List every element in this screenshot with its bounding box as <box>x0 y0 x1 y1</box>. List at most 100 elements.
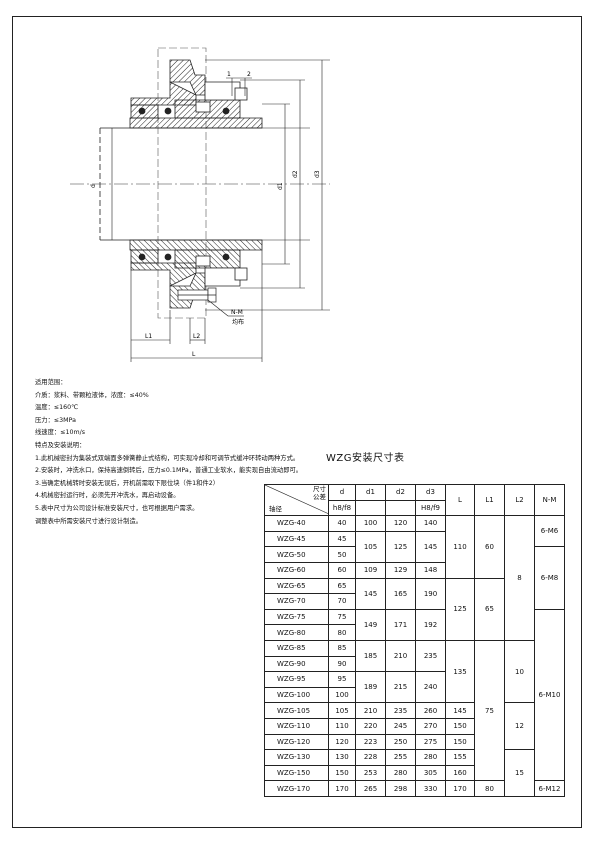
d2-cell: 245 <box>385 717 416 735</box>
l1-cell: 60 <box>474 515 505 579</box>
d3-cell: 235 <box>415 639 446 673</box>
dimension-table: 尺寸 公差 轴径 d d1 d2 d3 L L1 L2 N-M h8/f8 H8… <box>264 483 565 797</box>
d1-cell: 185 <box>355 639 386 673</box>
d-cell: 110 <box>328 717 356 735</box>
l-cell: 150 <box>445 717 475 735</box>
col-header-d3: d3 <box>415 484 446 501</box>
d-cell: 85 <box>328 639 356 657</box>
dim-d-label: d <box>90 184 97 188</box>
note-line: 3.当确定机械转时安装无误后，开机前需取下限位块（件1和件2） <box>35 479 220 487</box>
note-line: 压力：≤3MPa <box>35 416 76 424</box>
callout-2: 2 <box>247 71 251 78</box>
note-line: 线速度：≤10m/s <box>35 429 86 437</box>
d-cell: 120 <box>328 733 356 751</box>
dim-d2-label: d2 <box>292 170 299 178</box>
model-cell: WZG-80 <box>264 624 329 641</box>
d-cell: 95 <box>328 671 356 688</box>
d-cell: 45 <box>328 530 356 548</box>
model-cell: WZG-110 <box>264 717 329 735</box>
note-line: 温度：≤160℃ <box>35 404 79 412</box>
d3-cell: 148 <box>415 561 446 579</box>
model-cell: WZG-60 <box>264 561 329 579</box>
notes-block: 适用范围： 介质：浆料、带颗粒液体，浓度：≤40% 温度：≤160℃ 压力：≤3… <box>35 377 302 528</box>
d3-cell: 140 <box>415 515 446 532</box>
drawing-frame <box>12 16 582 828</box>
table-row: WZG-65 65 145 165 190 125 65 <box>264 577 565 641</box>
dim-l-label: L <box>192 351 196 358</box>
col-header-d2: d2 <box>385 484 416 501</box>
nm-cell: 6-M10 <box>534 608 565 782</box>
l-cell: 150 <box>445 733 475 751</box>
model-cell: WZG-100 <box>264 686 329 704</box>
dim-l2-label: L2 <box>193 333 200 340</box>
table-row: WZG-85 85 185 210 235 135 75 10 <box>264 639 565 782</box>
l2-cell: 8 <box>504 515 535 641</box>
d-cell: 70 <box>328 593 356 610</box>
d3-cell: 275 <box>415 733 446 751</box>
model-cell: WZG-40 <box>264 515 329 532</box>
d2-cell: 298 <box>385 780 416 797</box>
d-cell: 90 <box>328 655 356 673</box>
d2-cell: 235 <box>385 702 416 719</box>
col-header-d: d <box>328 484 356 501</box>
header-corner: 尺寸 公差 轴径 <box>264 483 329 517</box>
d3-cell: 330 <box>415 780 446 797</box>
tol-d1 <box>355 499 386 517</box>
d-cell: 105 <box>328 702 356 719</box>
d3-cell: 260 <box>415 702 446 719</box>
col-header-l1: L1 <box>474 483 505 517</box>
table-row: WZG-110 110 220 245 270 150 <box>264 717 565 735</box>
model-cell: WZG-75 <box>264 608 329 626</box>
header-diagonal <box>265 485 328 514</box>
l2-cell: 10 <box>504 639 535 704</box>
table-row: WZG-40 40 100 120 140 110 60 8 6-M6 <box>264 515 565 641</box>
table-row: WZG-80 80 <box>264 624 565 641</box>
note-line: 2.安装时，冲洗水口，保持高速倒转后，压力≤0.1MPa，普通工业软水，能实现自… <box>35 467 303 475</box>
d1-cell: 210 <box>355 702 386 719</box>
model-cell: WZG-170 <box>264 780 329 797</box>
note-line: 介质：浆料、带颗粒液体，浓度：≤40% <box>35 391 149 399</box>
l-cell: 170 <box>445 780 475 797</box>
l-cell: 125 <box>445 577 475 641</box>
note-line: 5.表中尺寸为公司设计标准安装尺寸，也可根据用户需求。 <box>35 504 199 512</box>
tol-d: h8/f8 <box>328 499 356 517</box>
note-line: 适用范围： <box>35 379 67 386</box>
tol-d2 <box>385 499 416 517</box>
l1-cell: 75 <box>474 639 505 782</box>
d-cell: 80 <box>328 624 356 641</box>
table-row: WZG-170 170 265 298 330 170 80 6-M12 <box>264 780 565 797</box>
nm-cell: 6-M8 <box>534 546 565 610</box>
table-row: WZG-45 45 105 125 145 <box>264 530 565 563</box>
d2-cell: 210 <box>385 639 416 673</box>
table-row: WZG-130 130 228 255 280 155 15 <box>264 749 565 797</box>
d2-cell: 255 <box>385 749 416 766</box>
model-cell: WZG-95 <box>264 671 329 688</box>
d3-cell: 280 <box>415 749 446 766</box>
d1-cell: 253 <box>355 764 386 782</box>
d2-cell: 165 <box>385 577 416 610</box>
d-cell: 150 <box>328 764 356 782</box>
d1-cell: 105 <box>355 530 386 563</box>
housing-outline <box>157 47 207 319</box>
col-header-l: L <box>445 483 475 517</box>
dim-l1-label: L1 <box>145 333 152 340</box>
col-header-d1: d1 <box>355 484 386 501</box>
model-cell: WZG-65 <box>264 577 329 595</box>
d1-cell: 145 <box>355 577 386 610</box>
callout-uniform: 均布 <box>232 318 244 326</box>
gland-bolt <box>177 287 217 303</box>
table-row: WZG-105 105 210 235 260 145 12 <box>264 702 565 751</box>
table-row: WZG-95 95 189 215 240 <box>264 671 565 704</box>
d3-cell: 190 <box>415 577 446 610</box>
d2-cell: 120 <box>385 515 416 532</box>
d-cell: 60 <box>328 561 356 579</box>
note-line: 4.机械密封运行时，必须先开冲洗水，再启动设备。 <box>35 492 180 500</box>
d1-cell: 100 <box>355 515 386 532</box>
l2-cell: 12 <box>504 702 535 751</box>
table-row: WZG-60 60 109 129 148 <box>264 561 565 579</box>
d2-cell: 171 <box>385 608 416 641</box>
col-header-l2: L2 <box>504 483 535 517</box>
d-cell: 130 <box>328 749 356 766</box>
upper-seal-half <box>129 59 263 129</box>
